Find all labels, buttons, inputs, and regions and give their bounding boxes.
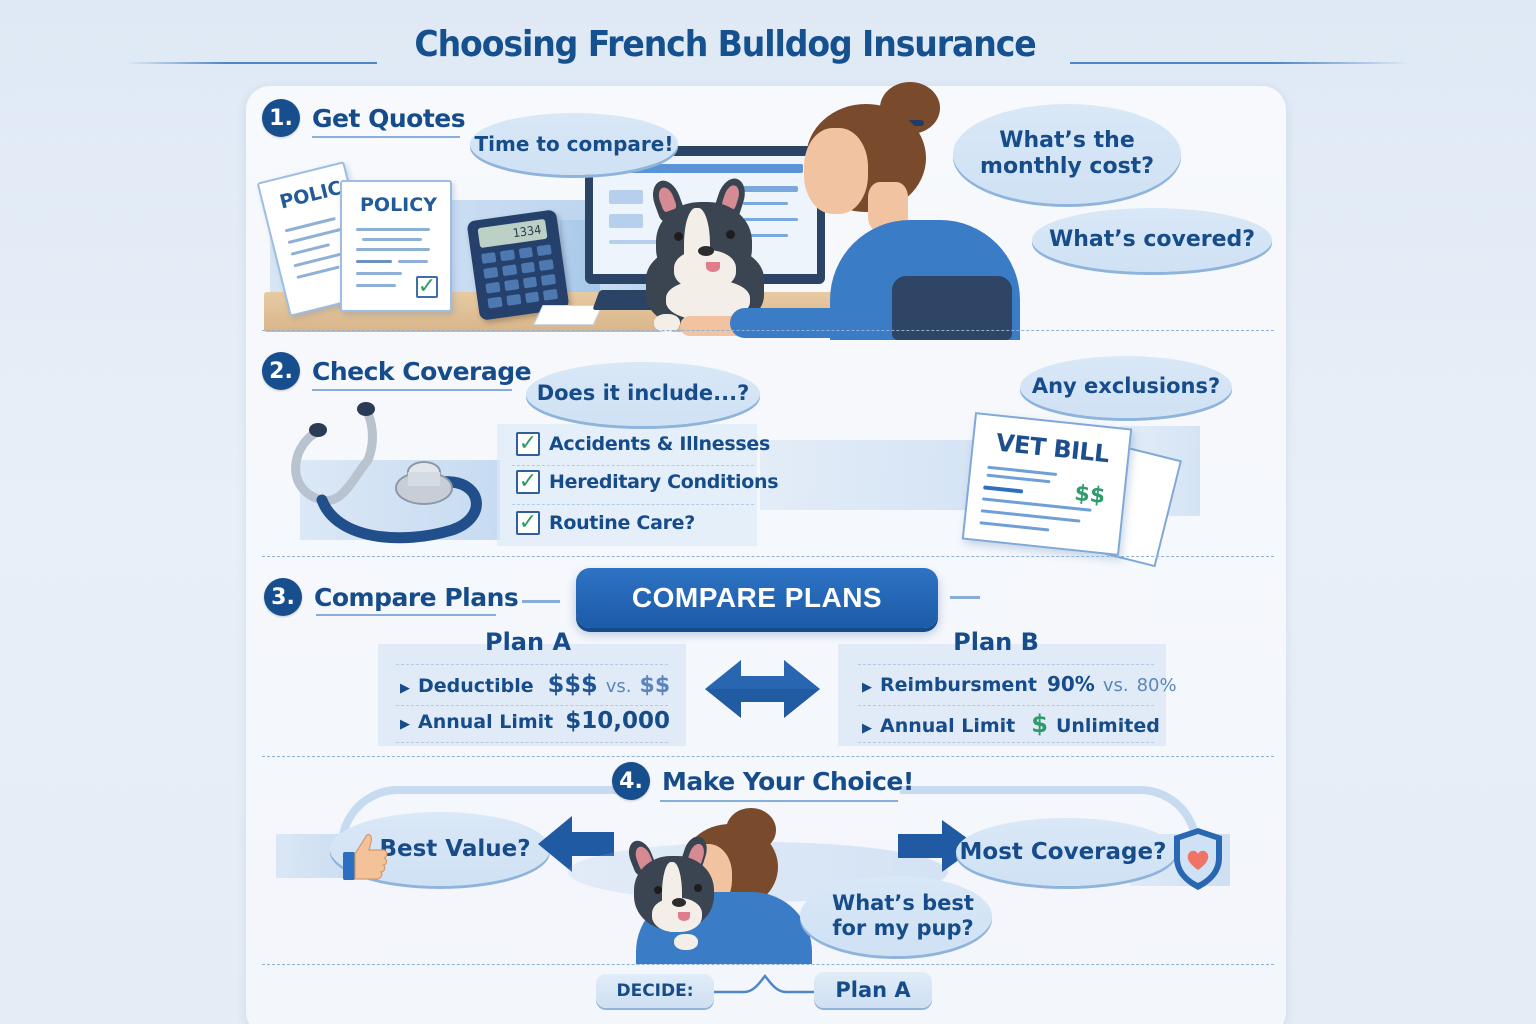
coverage-item-accidents[interactable]: ✓ Accidents & Illnesses xyxy=(516,432,770,456)
section-divider xyxy=(262,964,1274,965)
step-1-title: Get Quotes xyxy=(312,103,466,133)
title-rule-right xyxy=(1070,62,1410,64)
step-2-header: 2. Check Coverage xyxy=(262,352,532,390)
step-1-underline xyxy=(312,136,460,138)
shield-heart-icon xyxy=(1174,828,1222,890)
compare-plans-button[interactable]: COMPARE PLANS xyxy=(576,568,938,628)
brace-connector xyxy=(714,974,816,994)
checkbox-checked-icon[interactable]: ✓ xyxy=(516,511,540,535)
plan-b-title: Plan B xyxy=(953,628,1039,656)
plan-a-annual-limit-row: ▶ Annual Limit $10,000 xyxy=(400,708,671,734)
section-divider xyxy=(262,330,1274,331)
check-icon: ✓ xyxy=(416,274,438,299)
section-divider xyxy=(262,756,1274,757)
double-arrow-icon xyxy=(705,660,820,718)
step-4-title: Make Your Choice! xyxy=(662,766,914,796)
calculator-display: 1334 xyxy=(477,218,548,249)
triangle-bullet-icon: ▶ xyxy=(400,717,410,732)
vet-bill-icon: VET BILL $$ xyxy=(961,412,1133,556)
coverage-item-routine-care[interactable]: ✓ Routine Care? xyxy=(516,511,695,535)
office-chair xyxy=(892,276,1012,340)
triangle-bullet-icon: ▶ xyxy=(862,721,872,736)
step-2-badge: 2. xyxy=(262,352,300,390)
checkbox-checked-icon[interactable]: ✓ xyxy=(516,470,540,494)
step-4-underline xyxy=(660,800,898,802)
triangle-bullet-icon: ▶ xyxy=(400,681,410,696)
section-divider xyxy=(262,556,1274,557)
option-most-coverage[interactable]: Most Coverage? xyxy=(956,818,1176,886)
decision-plan-a[interactable]: Plan A xyxy=(814,972,932,1008)
decor-band xyxy=(760,440,980,510)
page-title: Choosing French Bulldog Insurance xyxy=(414,24,1036,65)
step-3-underline xyxy=(316,614,496,616)
plan-b-panel xyxy=(838,644,1166,746)
triangle-bullet-icon: ▶ xyxy=(862,680,872,695)
page-header: Choosing French Bulldog Insurance xyxy=(0,18,1536,78)
stethoscope-icon xyxy=(291,402,482,544)
speech-bubble-does-it-include: Does it include...? xyxy=(526,362,760,426)
coverage-checklist-panel xyxy=(497,424,757,546)
title-rule-left xyxy=(125,62,377,64)
plan-a-deductible-row: ▶ Deductible $$$ vs. $$ xyxy=(400,670,671,698)
coverage-item-hereditary[interactable]: ✓ Hereditary Conditions xyxy=(516,470,779,494)
checkbox-checked-icon[interactable]: ✓ xyxy=(516,432,540,456)
plan-a-panel xyxy=(378,644,686,746)
step-1-badge: 1. xyxy=(262,99,300,137)
thumbs-up-icon xyxy=(343,833,388,880)
step-1-header: 1. Get Quotes xyxy=(262,99,466,137)
step-3-title: Compare Plans xyxy=(314,582,519,612)
speech-bubble-whats-covered: What’s covered? xyxy=(1032,208,1272,272)
plan-a-title: Plan A xyxy=(484,628,572,656)
step-3-badge: 3. xyxy=(264,578,302,616)
arrow-left-icon xyxy=(538,816,614,872)
step-4-badge: 4. xyxy=(612,762,650,800)
decide-label: DECIDE: xyxy=(596,974,714,1008)
plan-b-reimbursement-row: ▶ Reimbursment 90% vs. 80% xyxy=(862,672,1177,696)
speech-bubble-exclusions: Any exclusions? xyxy=(1020,356,1232,418)
step-2-title: Check Coverage xyxy=(312,356,532,386)
policy-document-front: POLICY ✓ xyxy=(340,180,452,312)
step-4-header: 4. Make Your Choice! xyxy=(612,762,914,800)
plan-b-annual-limit-row: ▶ Annual Limit $ Unlimited xyxy=(862,710,1160,738)
step-2-underline xyxy=(312,389,512,391)
speech-bubble-compare: Time to compare! xyxy=(470,113,678,175)
step-3-header: 3. Compare Plans xyxy=(264,578,519,616)
